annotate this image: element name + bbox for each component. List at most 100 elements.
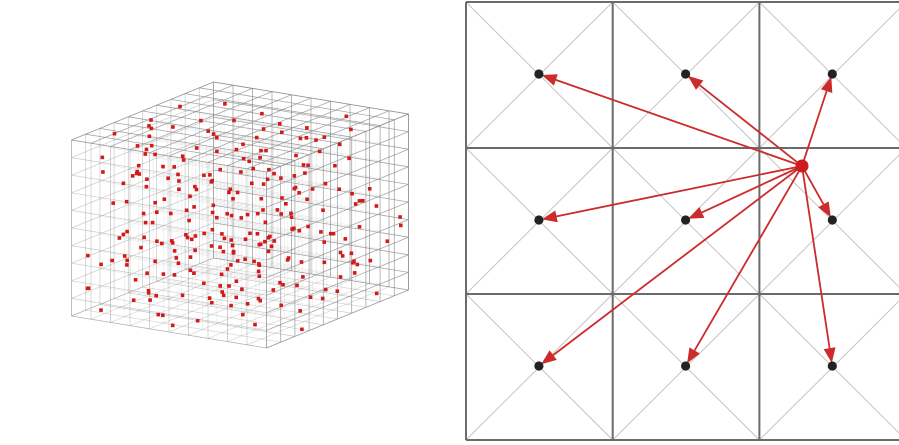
sample-point	[349, 127, 353, 132]
sample-point	[229, 263, 233, 267]
cube-lattice-panel	[71, 81, 409, 349]
cell-center-point	[681, 215, 691, 225]
sample-point	[145, 271, 149, 275]
sample-point	[340, 254, 345, 258]
sample-point	[320, 296, 325, 301]
sample-point	[172, 249, 177, 253]
lattice-line	[185, 216, 381, 250]
sample-point	[303, 171, 307, 175]
sample-point	[139, 245, 143, 250]
cell-center-point	[681, 361, 691, 371]
sample-point	[222, 236, 227, 241]
lattice-line	[90, 260, 234, 320]
sample-point	[314, 138, 318, 142]
sample-point	[229, 303, 233, 308]
lattice-line	[213, 169, 409, 203]
sample-point	[210, 210, 215, 215]
sample-point	[374, 291, 379, 296]
lattice-line	[85, 309, 281, 343]
sample-point	[161, 164, 165, 169]
lattice-line	[99, 286, 295, 320]
sample-point	[235, 190, 240, 195]
sample-point	[184, 233, 188, 237]
lattice-line	[156, 157, 352, 191]
sample-point	[184, 208, 189, 213]
sample-point	[258, 155, 262, 160]
sample-point	[257, 274, 262, 278]
sample-point	[141, 211, 146, 216]
sample-point	[188, 194, 192, 199]
sample-point	[374, 204, 379, 208]
sample-point	[150, 220, 155, 225]
arrow-shaft	[803, 90, 828, 161]
lattice-line	[128, 292, 324, 326]
arrow-shaft	[802, 171, 831, 349]
arrowhead	[541, 210, 558, 223]
lattice-line	[185, 163, 381, 197]
sample-point	[337, 187, 341, 191]
lattice-line	[156, 210, 352, 244]
lattice-line	[71, 210, 267, 243]
lattice-line	[266, 184, 409, 243]
sample-point	[248, 231, 252, 236]
sample-point	[357, 225, 362, 229]
sample-point	[112, 131, 117, 136]
sample-point	[218, 245, 222, 249]
arrowhead	[820, 76, 833, 93]
sample-point	[149, 126, 154, 131]
sample-point	[160, 241, 164, 246]
sample-point	[156, 312, 161, 317]
sample-point	[308, 295, 313, 299]
sample-point	[398, 215, 402, 219]
arrowhead	[541, 74, 558, 86]
sample-point	[166, 176, 170, 181]
lattice-line	[71, 262, 267, 296]
lattice-line	[71, 157, 267, 190]
sample-point	[211, 132, 216, 136]
sample-point	[368, 258, 373, 263]
sample-point	[298, 309, 302, 313]
sample-point	[121, 181, 126, 186]
lattice-line	[71, 227, 267, 261]
arrowhead	[688, 207, 705, 219]
sample-point	[295, 283, 299, 288]
sample-point	[264, 148, 268, 153]
sample-point	[170, 241, 175, 245]
sample-point	[250, 181, 254, 186]
source-point-group	[795, 159, 809, 173]
sample-point	[177, 187, 181, 192]
sample-point	[133, 278, 138, 282]
lattice-line	[128, 274, 324, 308]
sample-point	[234, 147, 239, 152]
sample-point	[275, 208, 280, 212]
sample-point	[161, 313, 165, 318]
lattice-line	[128, 169, 324, 202]
lattice-line	[71, 315, 267, 349]
sample-point	[135, 169, 140, 174]
sample-point	[86, 286, 91, 290]
sample-point	[278, 280, 282, 285]
sample-point	[99, 308, 103, 312]
sample-point	[357, 199, 362, 203]
sample-point	[338, 275, 343, 279]
sample-point	[174, 256, 179, 260]
sample-point	[243, 237, 248, 241]
sample-point	[218, 167, 222, 172]
sample-point	[322, 240, 326, 244]
sample-point	[300, 327, 304, 332]
sample-point	[269, 244, 274, 249]
arrow-shaft	[804, 170, 825, 205]
lattice-line	[185, 234, 381, 267]
sample-point	[335, 289, 340, 293]
sample-point	[297, 191, 301, 195]
lattice-line	[71, 280, 267, 314]
lattice-line	[156, 280, 352, 314]
sample-point	[232, 118, 236, 123]
sample-point	[259, 196, 264, 201]
lattice-line	[71, 152, 214, 211]
sample-point	[111, 201, 115, 205]
sample-point	[169, 211, 173, 216]
sample-point	[227, 284, 231, 288]
sample-point	[137, 172, 142, 176]
sample-point	[245, 212, 250, 217]
